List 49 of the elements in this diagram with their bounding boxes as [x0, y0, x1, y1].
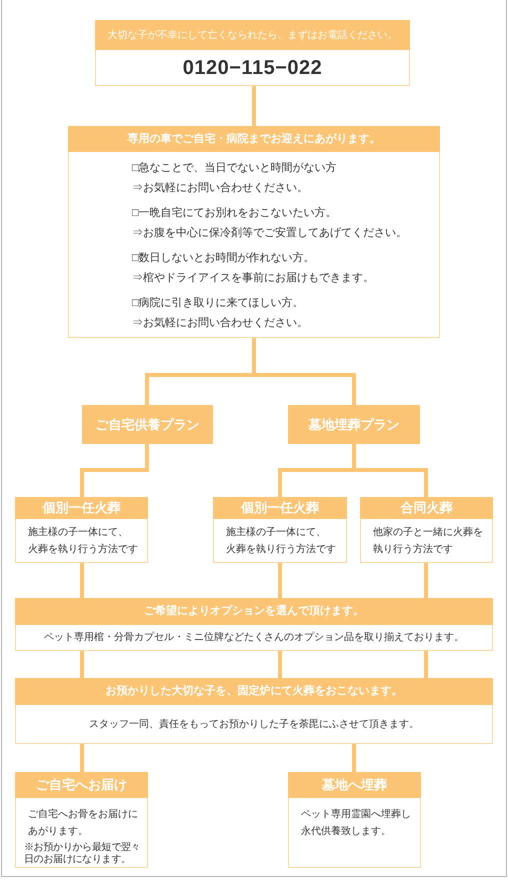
connector-line	[252, 86, 256, 126]
step-heading: ご希望によりオプションを選んで頂けます。	[15, 598, 493, 625]
body-text: ⇒棺やドライアイスを事前にお届けもできます。	[132, 271, 374, 286]
connector-line	[80, 563, 84, 598]
body-text: 他家の子と一緒に火葬を執り行う方法です	[373, 526, 484, 556]
connector-line	[80, 444, 149, 497]
step-box	[360, 497, 493, 563]
body-text: ※お預かりから最短で翌々日のお届けになります。	[24, 842, 142, 866]
step-heading: 墓地へ埋葬	[288, 772, 421, 798]
body-text: スタッフ一同、責任をもってお預かりした子を荼毘にふさせて頂きます。	[89, 718, 419, 732]
connector-line	[424, 563, 428, 598]
connector-line	[352, 744, 356, 772]
step-box	[15, 678, 493, 744]
body-text: □急なことで、当日でないと時間がない方	[132, 160, 337, 176]
step-box	[213, 497, 347, 563]
step-heading: お預かりした大切な子を、固定炉にて火葬をおこないます。	[15, 678, 493, 705]
connector-line	[80, 651, 84, 678]
step-box	[95, 20, 410, 86]
body-text: □病院に引き取りに来てほしい方。	[132, 296, 304, 311]
body-text: □数日しないとお時間が作れない方。	[132, 250, 315, 266]
connector-line	[80, 744, 84, 772]
body-text: ペット専用霊園へ埋葬し永代供養致します。	[301, 808, 412, 839]
connector-line	[278, 563, 282, 598]
step-heading: ご自宅へお届け	[15, 772, 148, 798]
body-text: 施主様の子一体にて、火葬を執り行う方法です	[28, 526, 139, 556]
body-text: ⇒お腹を中心に保冷剤等でご安置してあげてください。	[132, 226, 407, 241]
plan-box	[82, 405, 213, 444]
step-heading: 大切な子が不幸にして亡くなられたら、まずはお電話ください。	[95, 20, 410, 50]
step-heading: 合同火葬	[360, 497, 493, 519]
body-text: ペット専用棺・分骨カプセル・ミニ位牌などたくさんのオプション品を取り揃えております。	[44, 630, 464, 645]
step-box	[15, 598, 493, 651]
body-text: □一晩自宅にてお別れをおこないたい方。	[132, 206, 337, 221]
step-heading: 専用の車でご自宅・病院までお迎えにあがります。	[68, 126, 440, 152]
step-heading: 個別一任火葬	[213, 497, 347, 519]
body-text: ご自宅へお骨をお届けにあがります。	[28, 808, 139, 839]
body-text: 施主様の子一体にて、火葬を執り行う方法です	[226, 526, 337, 556]
plan-title: ご自宅供養プラン	[96, 416, 200, 434]
plan-title: 墓地埋葬プラン	[308, 416, 400, 434]
plan-box	[288, 405, 420, 444]
connector-line	[278, 651, 282, 678]
step-heading: 個別一任火葬	[15, 497, 148, 519]
step-box	[15, 497, 148, 563]
body-text: ⇒お気軽にお問い合わせください。	[132, 316, 308, 331]
step-box	[288, 772, 421, 868]
body-text: ⇒お気軽にお問い合わせください。	[132, 181, 308, 196]
phone-number: 0120−115−022	[182, 56, 322, 80]
step-box	[15, 772, 148, 868]
connector-line	[424, 651, 428, 678]
step-box	[68, 126, 440, 338]
